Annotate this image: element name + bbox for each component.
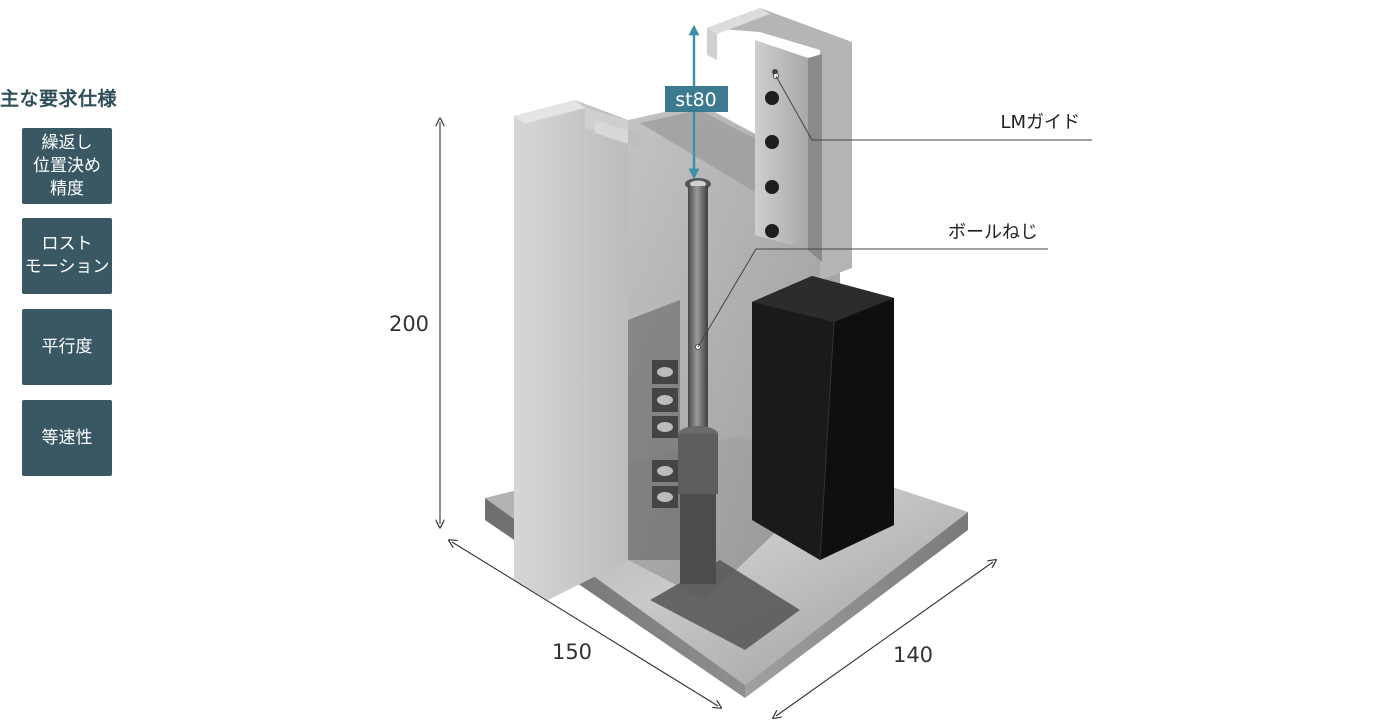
bearing-stack [652,360,678,508]
rail-hole [765,135,779,149]
spec-title: 主な要求仕様 [0,88,118,110]
height-dimension: 200 [389,122,440,524]
lm-guide-column [707,8,852,280]
width-dimension: 140 [776,562,993,716]
spec-lost-motion-button[interactable]: ロスト モーション [22,218,112,294]
depth-value: 150 [552,640,592,664]
height-value: 200 [389,312,429,336]
ball-screw-label: ボールねじ [948,222,1038,243]
spec-parallelism-button[interactable]: 平行度 [22,309,112,385]
stroke-indicator: st80 [665,24,728,180]
left-pillar [514,100,640,600]
rail-hole [765,180,779,194]
lm-guide-callout: LMガイド [772,72,1092,141]
stroke-label-box [665,86,728,112]
motor [752,276,894,561]
lm-guide-label: LMガイド [1000,112,1080,133]
stroke-label: st80 [675,89,717,111]
rail-hole [765,224,779,238]
ball-screw-callout: ボールねじ [694,222,1048,351]
spec-constant-velocity-button[interactable]: 等速性 [22,400,112,476]
width-value: 140 [893,643,933,667]
spec-repeatability-button[interactable]: 繰返し 位置決め 精度 [22,128,112,204]
rail-hole [765,91,779,105]
depth-dimension: 150 [452,542,718,706]
